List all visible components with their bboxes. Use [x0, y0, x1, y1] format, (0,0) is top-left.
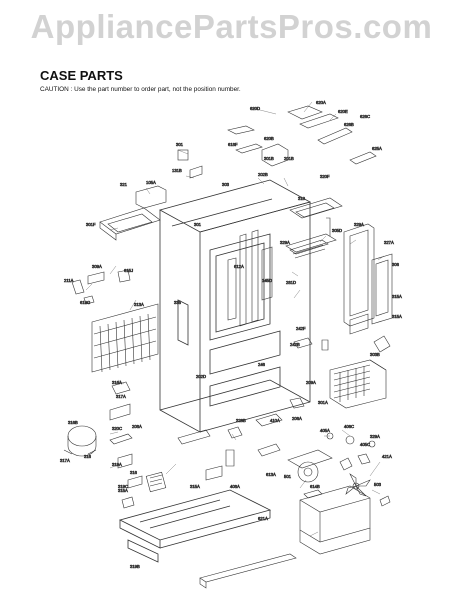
callout-label: 242F: [296, 326, 306, 331]
kick-plate: [199, 553, 297, 589]
callout-label: 329A: [354, 222, 364, 227]
callout-label: 320F: [320, 174, 330, 179]
callout-label: 620D: [250, 106, 260, 111]
callout-label: 309A: [92, 264, 102, 269]
callout-label: 621A: [258, 516, 268, 521]
base-pan: [118, 489, 272, 563]
callout-label: 131B: [172, 168, 182, 173]
callout-label: 319A: [112, 462, 122, 467]
callout-label: 201B: [284, 156, 294, 161]
callout-label: 306: [392, 262, 400, 267]
top-small-parts: [135, 149, 203, 209]
center-components: [177, 413, 283, 481]
callout-label: 405A: [320, 428, 330, 433]
callout-label: 503: [374, 482, 382, 487]
fan-blades: [345, 473, 371, 497]
callout-label: 315A: [392, 314, 402, 319]
left-side-parts: [71, 269, 131, 305]
callout-label: 206A: [292, 416, 302, 421]
callout-label: 619G: [80, 300, 90, 305]
callout-label: 321: [120, 182, 128, 187]
callout-label: 327A: [384, 240, 394, 245]
lower-right-housing: [299, 485, 391, 555]
rear-panel: [91, 303, 159, 373]
callout-label: 626B: [344, 122, 354, 127]
callout-label: 614B: [310, 484, 320, 489]
callout-label: 301B: [264, 156, 274, 161]
callout-label: 625A: [372, 146, 382, 151]
callout-label: 315A: [190, 484, 200, 489]
page-title: CASE PARTS: [40, 68, 123, 83]
callout-label: 209A: [306, 380, 316, 385]
evaporator-coil: [329, 359, 387, 409]
callout-label: 421A: [382, 454, 392, 459]
callout-label: 626C: [360, 114, 370, 119]
callout-label: 316: [84, 454, 92, 459]
callout-label: 316B: [68, 420, 78, 425]
callout-label: 316A: [112, 380, 122, 385]
callout-label: 315A: [118, 488, 128, 493]
callout-label: 303B: [370, 352, 380, 357]
callout-label: 620E: [338, 109, 348, 114]
callout-label: 620B: [264, 136, 274, 141]
mid-small-parts: [109, 335, 391, 448]
callout-label: 320C: [112, 426, 122, 431]
callout-label: 301: [176, 142, 184, 147]
right-vent-assembly: [285, 197, 343, 259]
callout-label: 501: [284, 474, 292, 479]
callout-label: 310: [298, 196, 306, 201]
callout-label: 246: [258, 362, 266, 367]
callout-label: 303: [222, 182, 230, 187]
callout-label: 319C: [118, 484, 128, 489]
callout-label: 242B: [290, 342, 300, 347]
callout-label: 410A: [270, 418, 280, 423]
callout-label: 208A: [132, 424, 142, 429]
top-hinge-assembly: [227, 105, 377, 167]
callout-label: 301: [194, 222, 202, 227]
callout-label: 620A: [316, 100, 326, 105]
callout-label: 335: [174, 300, 182, 305]
top-cover-tray: [99, 207, 161, 241]
cabinet-body: [158, 179, 312, 433]
callout-label: 211A: [64, 278, 74, 283]
callout-label: 405C: [360, 442, 370, 447]
right-side-panel: [343, 223, 393, 335]
callout-label: 301A: [318, 400, 328, 405]
callout-label: 329A: [370, 434, 380, 439]
fan-motor-assembly: [287, 449, 371, 483]
callout-label: 317A: [116, 394, 126, 399]
callout-label: 613A: [266, 472, 276, 477]
watermark: AppliancePartsPros.com: [30, 8, 433, 45]
callout-label: 202D: [196, 374, 206, 379]
callout-label: 328B: [236, 418, 246, 423]
compressor: [63, 425, 97, 457]
callout-label: 105A: [146, 180, 156, 185]
callout-label: 319B: [130, 564, 140, 569]
callout-label: 202B: [258, 172, 268, 177]
leader-lines: [85, 101, 385, 537]
callout-label: 145D: [262, 278, 272, 283]
callout-label: 305D: [332, 228, 342, 233]
condenser-fan-grill: [145, 471, 167, 493]
interior-ducts: [227, 229, 273, 327]
callout-label: 301F: [86, 222, 96, 227]
callout-label: 317A: [60, 458, 70, 463]
callout-label: 408A: [230, 484, 240, 489]
callout-label: 406C: [344, 424, 354, 429]
callout-label: 618F: [228, 142, 238, 147]
callout-label: 615J: [124, 268, 133, 273]
caution-note: CAUTION : Use the part number to order p…: [40, 86, 241, 93]
callout-label: 313A: [134, 302, 144, 307]
callout-label: 612A: [234, 264, 244, 269]
callout-label: 329A: [280, 240, 290, 245]
callout-label: 315A: [392, 294, 402, 299]
callout-label: 281D: [286, 280, 296, 285]
callout-label: 316: [130, 470, 138, 475]
callout-labels: 620D 620A 620E 626C 626B 625A 620B 618F …: [60, 100, 403, 570]
bottom-left-brackets: [109, 433, 143, 509]
